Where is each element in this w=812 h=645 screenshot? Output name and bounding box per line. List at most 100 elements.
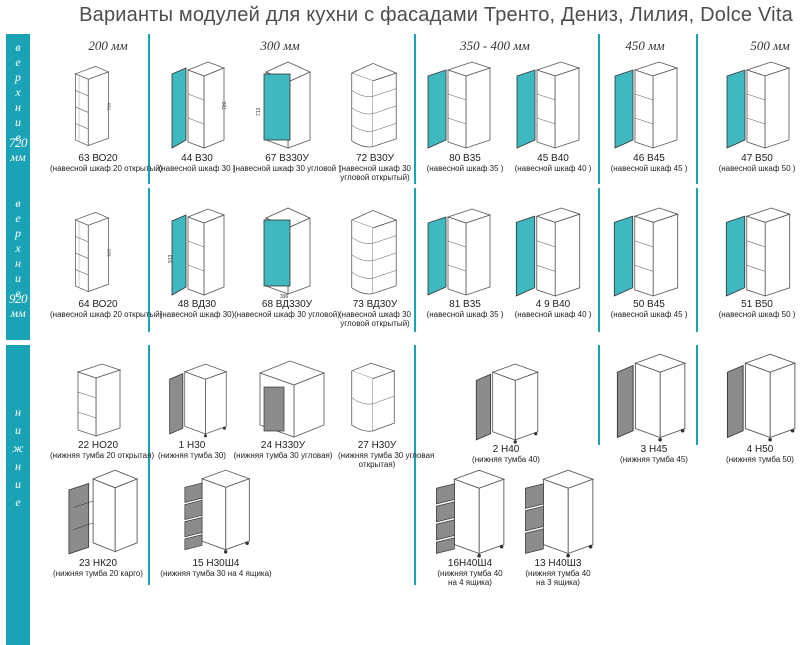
module-81: 81 В35 (навесной шкаф 35 ) <box>420 299 510 319</box>
dim-label: 713 <box>256 107 262 116</box>
page-title: Варианты модулей для кухни с фасадами Тр… <box>79 4 793 26</box>
module-desc: (навесной шкаф 40 ) <box>514 310 592 319</box>
module-code: 80 В35 <box>449 153 481 164</box>
module-16: 16Н40Ш4 (нижняя тумба 40 на 4 ящика) <box>430 558 510 587</box>
module-80: 80 В35 (навесной шкаф 35 ) <box>420 153 510 173</box>
module-code: 73 ВД30У <box>352 299 398 310</box>
cabinet-23-drawing <box>58 468 148 556</box>
module-code: 15 Н30Ш4 <box>192 558 240 569</box>
module-desc: (навесной шкаф 50 ) <box>718 310 796 319</box>
module-code: 4 9 В40 <box>535 299 571 310</box>
dim-label: 720 <box>222 101 228 110</box>
module-desc: (навесной шкаф 45 ) <box>610 310 688 319</box>
module-code: 27 Н30У <box>357 440 397 451</box>
cabinet-44-drawing: 720 <box>168 58 228 152</box>
cabinet-47-drawing <box>716 60 800 150</box>
module-desc: (нижняя тумба 50) <box>726 455 794 464</box>
module-2: 2 Н40 (нижняя тумба 40) <box>466 444 546 464</box>
module-desc: (навесной шкаф 35 ) <box>426 310 504 319</box>
dim-label: 396 <box>280 294 289 298</box>
cabinet-15-drawing <box>176 468 256 554</box>
column-header-200: 200 мм <box>88 38 128 53</box>
module-67: 67 В330У (навесной шкаф 30 угловой ) <box>232 153 342 173</box>
module-code: 67 В330У <box>265 153 309 164</box>
cabinet-27-drawing <box>344 358 402 438</box>
module-desc: (нижняя тумба 20 открытая) <box>50 451 155 460</box>
module-desc: (навесной шкаф 30 угловой) <box>234 310 340 319</box>
column-header-450: 450 мм <box>625 38 665 53</box>
band-size: 920 <box>9 291 28 306</box>
module-desc: (навесной шкаф 30 <box>339 310 411 319</box>
module-code: 72 В30У <box>355 153 395 164</box>
module-desc-2: на 4 ящика) <box>448 578 492 587</box>
module-51: 51 В50 (навесной шкаф 50 ) <box>708 299 806 319</box>
module-50: 50 В45 (навесной шкаф 45 ) <box>603 299 695 319</box>
module-desc: (навесной шкаф 40 ) <box>514 164 592 173</box>
separator <box>696 188 698 332</box>
cabinet-67-drawing: 713 <box>256 58 320 152</box>
module-desc: (нижняя тумба 20 карго) <box>53 569 143 578</box>
module-49: 4 9 В40 (навесной шкаф 40 ) <box>508 299 598 319</box>
band-unit: мм <box>10 306 26 320</box>
cabinet-80-drawing <box>424 60 494 150</box>
module-desc: (навесной шкаф 30 <box>339 164 411 173</box>
module-code: 68 ВД330У <box>261 299 313 310</box>
band-unit: мм <box>10 150 26 164</box>
module-73: 73 ВД30У (навесной шкаф 30 угловой откры… <box>335 299 415 328</box>
module-code: 3 Н45 <box>640 444 668 455</box>
module-desc: (нижняя тумба 30 на 4 ящика) <box>160 569 272 578</box>
module-63: 63 ВО20 (навесной шкаф 20 открытый) <box>50 153 163 173</box>
module-desc: (нижняя тумба 45) <box>620 455 688 464</box>
column-header-350-400: 350 - 400 мм <box>460 38 530 53</box>
module-code: 16Н40Ш4 <box>447 558 493 569</box>
module-desc-2: угловой открытый) <box>340 319 410 328</box>
separator <box>148 345 150 585</box>
cabinet-81-drawing <box>424 206 494 298</box>
cabinet-3-drawing <box>610 352 690 442</box>
dim-label: 920 <box>106 248 111 256</box>
module-desc: (навесной шкаф 20 открытый) <box>50 164 163 173</box>
module-code: 22 НО20 <box>77 440 119 451</box>
module-code: 46 В45 <box>633 153 665 164</box>
module-code: 44 В30 <box>181 153 213 164</box>
module-code: 2 Н40 <box>492 444 520 455</box>
cabinet-24-drawing <box>250 358 330 440</box>
cabinet-48-drawing: 913 <box>168 204 228 300</box>
module-24: 24 Н330У (нижняя тумба 30 угловая) <box>228 440 338 460</box>
module-code: 1 Н30 <box>178 440 206 451</box>
module-code: 64 ВО20 <box>78 299 118 310</box>
cabinet-16-drawing <box>424 468 514 558</box>
module-code: 45 В40 <box>537 153 569 164</box>
module-desc-2: на 3 ящика) <box>536 578 580 587</box>
band-word: верхние <box>11 196 25 301</box>
module-1: 1 Н30 (нижняя тумба 30) <box>152 440 232 460</box>
module-code: 4 Н50 <box>746 444 774 455</box>
module-code: 81 В35 <box>449 299 481 310</box>
module-desc: (навесной шкаф 50 ) <box>718 164 796 173</box>
cabinet-73-drawing <box>344 206 402 298</box>
cabinet-45-drawing <box>510 60 586 150</box>
dim-label: 720 <box>106 102 111 110</box>
separator <box>414 188 416 332</box>
separator <box>414 34 416 184</box>
module-47: 47 В50 (навесной шкаф 50 ) <box>708 153 806 173</box>
module-desc: (навесной шкаф 45 ) <box>610 164 688 173</box>
module-desc-2: открытая) <box>358 460 396 469</box>
separator <box>148 34 150 184</box>
module-code: 63 ВО20 <box>78 153 118 164</box>
module-code: 47 В50 <box>741 153 773 164</box>
module-46: 46 В45 (навесной шкаф 45 ) <box>603 153 695 173</box>
module-code: 23 НК20 <box>78 558 118 569</box>
module-3: 3 Н45 (нижняя тумба 45) <box>614 444 694 464</box>
module-48: 48 ВД30 (навесной шкаф 30) <box>152 299 242 319</box>
dim-label: 913 <box>168 254 174 263</box>
separator <box>598 34 600 184</box>
band-word: нижние <box>11 405 25 513</box>
separator <box>598 345 600 445</box>
module-desc: (нижняя тумба 30 угловая) <box>233 451 333 460</box>
separator <box>598 188 600 332</box>
module-code: 50 В45 <box>633 299 665 310</box>
module-22: 22 НО20 (нижняя тумба 20 открытая) <box>50 440 155 460</box>
module-code: 48 ВД30 <box>177 299 217 310</box>
band-size: 720 <box>9 135 28 150</box>
